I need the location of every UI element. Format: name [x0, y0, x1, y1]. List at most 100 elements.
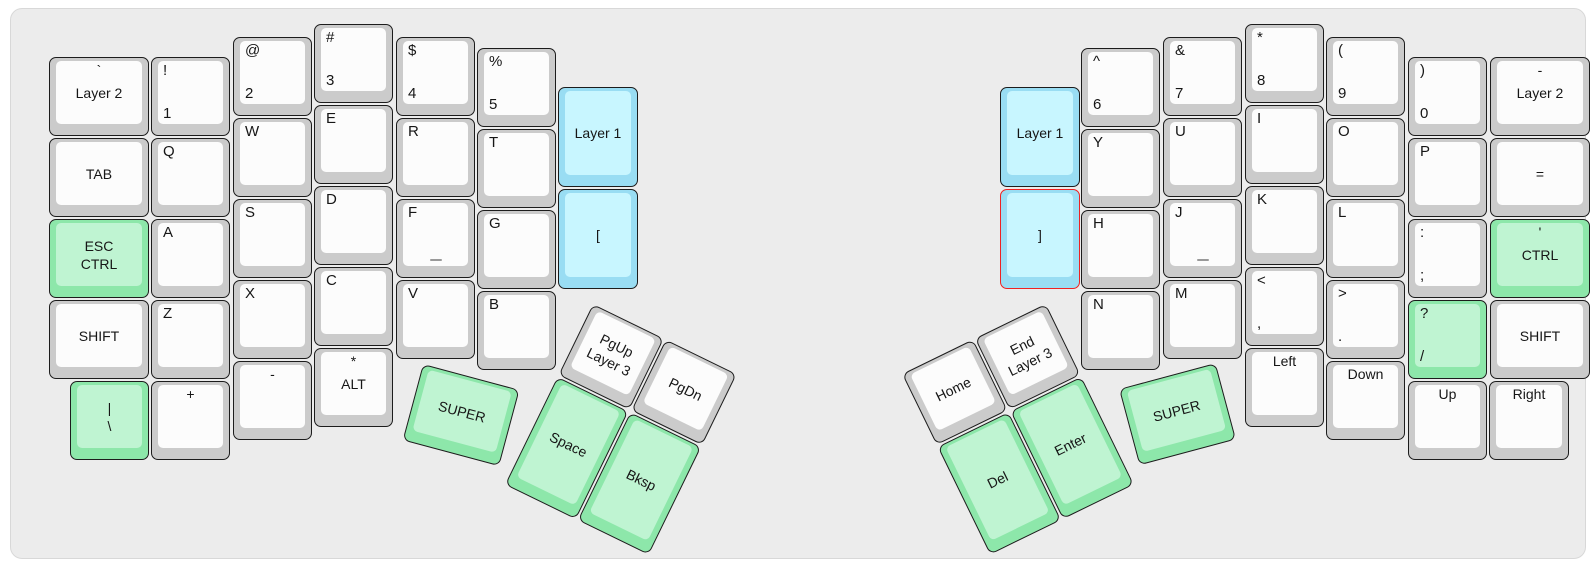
key-right-label-tc: Right: [1512, 386, 1546, 402]
key-enter-label-line-0: Enter: [1051, 429, 1089, 459]
key-layer1-right[interactable]: Layer 1: [1000, 87, 1080, 187]
key-grave-layer2-label-line-0: Layer 2: [75, 84, 123, 101]
key-r[interactable]: R: [396, 118, 475, 197]
key-7[interactable]: &7: [1163, 37, 1242, 116]
key-8[interactable]: *8: [1245, 24, 1324, 103]
key-j-cap: J: [1170, 203, 1235, 266]
key-tab[interactable]: TAB: [49, 138, 149, 217]
key-0[interactable]: )0: [1408, 57, 1487, 136]
key-g[interactable]: G: [477, 210, 556, 289]
key-slash-label-tl: ?: [1420, 305, 1429, 322]
key-lbracket[interactable]: [: [558, 189, 638, 289]
key-grave-layer2-cap: ` Layer 2: [56, 61, 142, 124]
key-layer1-left-cap: Layer 1: [565, 91, 631, 175]
key-minus-layer2-label-tc: -: [1537, 62, 1543, 78]
key-j[interactable]: J: [1163, 199, 1242, 278]
key-comma[interactable]: <,: [1245, 267, 1324, 346]
key-v-cap: V: [403, 284, 468, 347]
key-f[interactable]: F: [396, 199, 475, 278]
key-w[interactable]: W: [233, 118, 312, 197]
key-k-label-tl: K: [1257, 191, 1268, 208]
key-9[interactable]: (9: [1326, 37, 1405, 116]
key-super-right-label-line-0: SUPER: [1151, 396, 1202, 425]
key-super-right[interactable]: SUPER: [1119, 363, 1237, 466]
key-semicolon[interactable]: :;: [1408, 219, 1487, 298]
key-a[interactable]: A: [151, 219, 230, 298]
key-rbracket[interactable]: ]: [1000, 189, 1080, 289]
key-plus[interactable]: +: [151, 381, 230, 460]
key-o[interactable]: O: [1326, 118, 1405, 197]
key-u[interactable]: U: [1163, 118, 1242, 197]
key-shift-right[interactable]: SHIFT: [1490, 300, 1590, 379]
key-d-label-tl: D: [326, 191, 337, 208]
key-y[interactable]: Y: [1081, 129, 1160, 208]
key-5[interactable]: %5: [477, 48, 556, 127]
key-pipe-backslash-label-line-0: |: [107, 399, 112, 416]
key-grave-layer2-label-tc: `: [96, 62, 102, 78]
key-s[interactable]: S: [233, 199, 312, 278]
key-down[interactable]: Down: [1326, 361, 1405, 440]
key-v[interactable]: V: [396, 280, 475, 359]
key-c-label-tl: C: [326, 272, 337, 289]
key-m[interactable]: M: [1163, 280, 1242, 359]
key-super-left[interactable]: SUPER: [402, 364, 520, 467]
key-minus-left[interactable]: -: [233, 361, 312, 440]
key-period-label-tl: >: [1338, 285, 1347, 302]
key-left-label-tc: Left: [1272, 353, 1297, 369]
key-shift-left[interactable]: SHIFT: [49, 300, 149, 379]
key-w-cap: W: [240, 122, 305, 185]
key-pipe-backslash[interactable]: |\: [70, 381, 149, 460]
key-6-cap: ^6: [1088, 52, 1153, 115]
key-i[interactable]: I: [1245, 105, 1324, 184]
key-equals[interactable]: =: [1490, 138, 1590, 217]
key-k[interactable]: K: [1245, 186, 1324, 265]
key-k-cap: K: [1252, 190, 1317, 253]
key-6[interactable]: ^6: [1081, 48, 1160, 127]
key-minus-layer2[interactable]: -Layer 2: [1490, 57, 1590, 136]
key-slash[interactable]: ?/: [1408, 300, 1487, 379]
key-p[interactable]: P: [1408, 138, 1487, 217]
key-period[interactable]: >.: [1326, 280, 1405, 359]
key-layer1-right-label-center: Layer 1: [1007, 91, 1073, 175]
key-l[interactable]: L: [1326, 199, 1405, 278]
key-1[interactable]: !1: [151, 57, 230, 136]
key-plus-cap: +: [158, 385, 223, 448]
key-tab-label-line-0: TAB: [85, 165, 113, 182]
key-t[interactable]: T: [477, 129, 556, 208]
key-f-label-tl: F: [408, 204, 418, 221]
key-6-label-bl: 6: [1093, 96, 1102, 113]
key-left[interactable]: Left: [1245, 348, 1324, 427]
key-4[interactable]: $4: [396, 37, 475, 116]
key-e[interactable]: E: [314, 105, 393, 184]
key-9-label-bl: 9: [1338, 85, 1347, 102]
key-b[interactable]: B: [477, 291, 556, 370]
key-star-alt[interactable]: *ALT: [314, 348, 393, 427]
key-q[interactable]: Q: [151, 138, 230, 217]
key-c[interactable]: C: [314, 267, 393, 346]
key-quote-ctrl[interactable]: 'CTRL: [1490, 219, 1590, 298]
key-8-cap: *8: [1252, 28, 1317, 91]
key-right[interactable]: Right: [1489, 381, 1569, 460]
key-h[interactable]: H: [1081, 210, 1160, 289]
key-3[interactable]: #3: [314, 24, 393, 103]
key-layer1-left[interactable]: Layer 1: [558, 87, 638, 187]
key-7-label-tl: &: [1175, 42, 1186, 59]
key-n[interactable]: N: [1081, 291, 1160, 370]
key-i-label-tl: I: [1257, 110, 1262, 127]
key-home-label-center: Home: [910, 346, 996, 431]
key-grave-layer2[interactable]: ` Layer 2: [49, 57, 149, 136]
key-z-cap: Z: [158, 304, 223, 367]
key-r-label-tl: R: [408, 123, 419, 140]
key-super-left-label-line-0: SUPER: [436, 397, 488, 426]
key-d[interactable]: D: [314, 186, 393, 265]
key-left-cap: Left: [1252, 352, 1317, 415]
key-home-cap: Home: [910, 346, 997, 432]
key-2[interactable]: @2: [233, 37, 312, 116]
key-up[interactable]: Up: [1408, 381, 1487, 460]
key-x[interactable]: X: [233, 280, 312, 359]
key-z[interactable]: Z: [151, 300, 230, 379]
key-5-cap: %5: [484, 52, 549, 115]
key-pgdn-label-center: PgDn: [643, 346, 729, 431]
